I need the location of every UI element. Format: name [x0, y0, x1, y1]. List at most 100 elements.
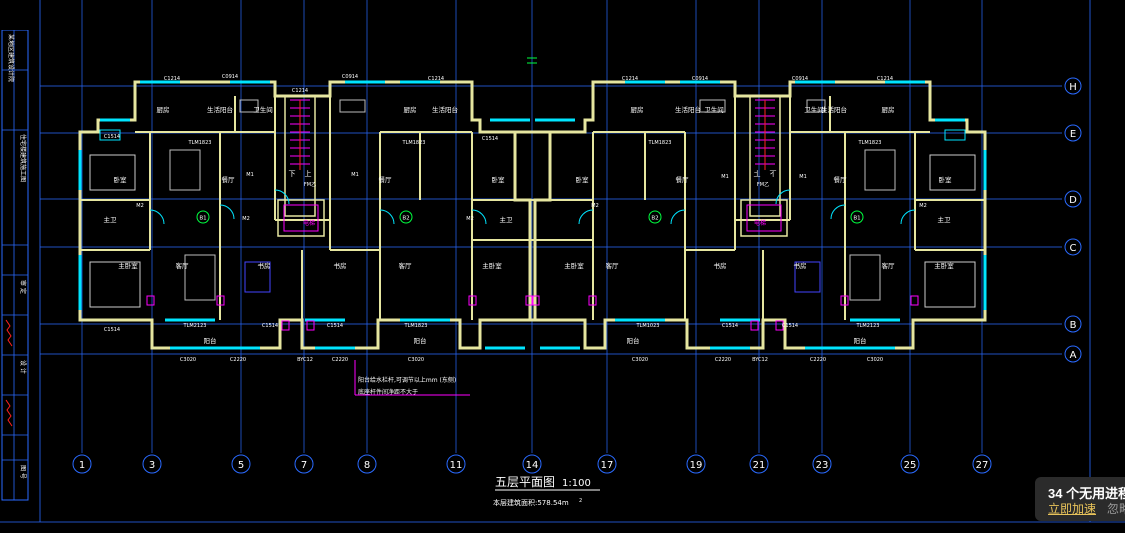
sofa: [184, 254, 216, 301]
column-marker: [306, 320, 315, 331]
toast-title: 34 个无用进程: [1048, 486, 1125, 501]
grid-bubble-column-17: [597, 454, 617, 474]
grid-bubble-column-14: [522, 454, 542, 474]
door-swing: [830, 204, 846, 220]
unit-marker: [648, 210, 662, 224]
column-marker: [910, 295, 919, 306]
annotation-line-1: 阳台给水栏杆,可调节以上mm (东侧): [358, 376, 456, 384]
door-swing: [471, 209, 487, 225]
bed: [924, 261, 976, 308]
desk: [244, 261, 271, 293]
room-label-left: 生活阳台: [207, 105, 233, 114]
unit-marker-label: B1: [853, 216, 860, 222]
opening-code: C1514: [722, 323, 738, 329]
floor-area-text: 本层建筑面积:578.54m: [493, 498, 569, 507]
room-label-right: 卧室: [576, 175, 590, 184]
opening-code: M2: [136, 203, 144, 209]
opening-code: C1514: [482, 136, 498, 142]
elevator-shaft: [277, 199, 325, 237]
column-marker: [281, 320, 290, 331]
door-swing: [219, 204, 235, 220]
opening-code: C1514: [327, 323, 343, 329]
room-label-left: 主卧室: [482, 261, 502, 270]
elevator-car: [283, 204, 319, 232]
title-block-text4: 设 计: [19, 360, 27, 374]
stove: [699, 99, 726, 113]
title-block-text5: 图 号: [19, 465, 26, 479]
column-marker: [216, 295, 225, 306]
notification-toast[interactable]: 34 个无用进程 立即加速 忽略: [1035, 477, 1125, 521]
opening-code: BYC12: [297, 357, 313, 363]
opening-code: C1214: [164, 76, 180, 82]
elevator-label: 电梯: [303, 219, 315, 227]
opening-code: M2: [466, 216, 474, 222]
room-label-right: 卫生间: [804, 105, 824, 114]
unit-marker-label: B1: [199, 216, 206, 222]
opening-code: C2220: [230, 357, 246, 363]
unit-marker-label: B2: [651, 216, 658, 222]
room-label-left: 卧室: [492, 175, 506, 184]
dining-table: [864, 149, 896, 191]
title-block-text2: 住宅楼建筑施工图: [19, 134, 27, 182]
room-label-right: 餐厅: [676, 175, 690, 184]
room-label-left: 厨房: [157, 105, 170, 114]
unit-marker: [850, 210, 864, 224]
room-label-left: 书房: [334, 261, 347, 270]
room-label-right: 书房: [714, 261, 727, 270]
grid-bubble-row-E: [1064, 124, 1082, 142]
column-marker: [146, 295, 155, 306]
drawing-scale-text: 1:100: [562, 478, 591, 489]
opening-code: C2220: [810, 357, 826, 363]
grid-bubble-row-C: [1064, 238, 1082, 256]
grid-label-row-B: B: [1070, 320, 1077, 331]
opening-code: C1514: [104, 327, 120, 333]
room-label-right: 厨房: [882, 105, 895, 114]
grid-label-column-23: 23: [816, 460, 829, 471]
room-label-left: 餐厅: [379, 175, 393, 184]
opening-code: M1: [721, 174, 729, 180]
room-label-left: 生活阳台: [432, 105, 458, 114]
grid-bubble-column-27: [972, 454, 992, 474]
door-swing: [274, 189, 290, 205]
room-label-left: 阳台: [414, 336, 427, 345]
room-label-left: 主卫: [500, 215, 514, 224]
opening-code: C3020: [867, 357, 883, 363]
dining-table: [169, 149, 201, 191]
room-label-right: 书房: [794, 261, 807, 270]
grid-bubble-column-11: [446, 454, 466, 474]
room-label-right: 主卧室: [564, 261, 584, 270]
grid-bubble-row-H: [1064, 77, 1082, 95]
grid-label-row-D: D: [1069, 195, 1077, 206]
room-label-left: 主卧室: [118, 261, 138, 270]
toast-speedup-link[interactable]: 立即加速: [1048, 502, 1097, 516]
opening-code: TLM1823: [402, 140, 426, 146]
toast-dismiss-link[interactable]: 忽略: [1107, 502, 1125, 516]
opening-code: TLM1823: [404, 323, 428, 329]
room-label-right: 厨房: [631, 105, 644, 114]
elevator-car: [746, 204, 782, 232]
stair-up-label: 上: [305, 169, 312, 178]
unit-marker: [196, 210, 210, 224]
grid-label-row-C: C: [1070, 243, 1077, 254]
bed: [89, 154, 136, 191]
grid-label-column-5: 5: [238, 460, 244, 471]
room-label-left: 客厅: [399, 261, 413, 270]
title-block-text3: 审 定: [19, 280, 27, 294]
grid-label-column-3: 3: [149, 460, 155, 471]
door-swing: [149, 209, 165, 225]
door-swing: [900, 209, 916, 225]
sink: [99, 129, 121, 141]
stair-down-label: 下: [289, 170, 296, 178]
drawing-title-text: 五层平面图: [495, 475, 555, 489]
opening-code: TLM1823: [188, 140, 212, 146]
stair-core: [284, 95, 316, 217]
grid-label-column-11: 11: [450, 460, 463, 471]
room-label-left: 餐厅: [222, 175, 236, 184]
sink: [944, 129, 966, 141]
grid-label-column-25: 25: [904, 460, 917, 471]
grid-bubble-column-21: [749, 454, 769, 474]
column-marker: [775, 320, 784, 331]
